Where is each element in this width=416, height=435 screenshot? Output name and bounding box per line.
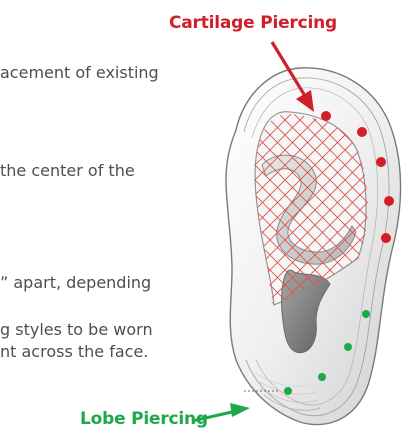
- cartilage-dot: [357, 127, 367, 137]
- cartilage-dot: [376, 157, 386, 167]
- lobe-piercing-label: Lobe Piercing: [80, 409, 208, 429]
- lobe-arrow-head: [230, 403, 250, 417]
- cartilage-dot: [321, 111, 331, 121]
- cartilage-dot: [384, 196, 394, 206]
- cartilage-dot: [381, 233, 391, 243]
- lobe-dot: [362, 310, 370, 318]
- lobe-dot: [318, 373, 326, 381]
- lobe-dot: [284, 387, 292, 395]
- cartilage-piercing-label: Cartilage Piercing: [169, 13, 337, 33]
- lobe-dot: [344, 343, 352, 351]
